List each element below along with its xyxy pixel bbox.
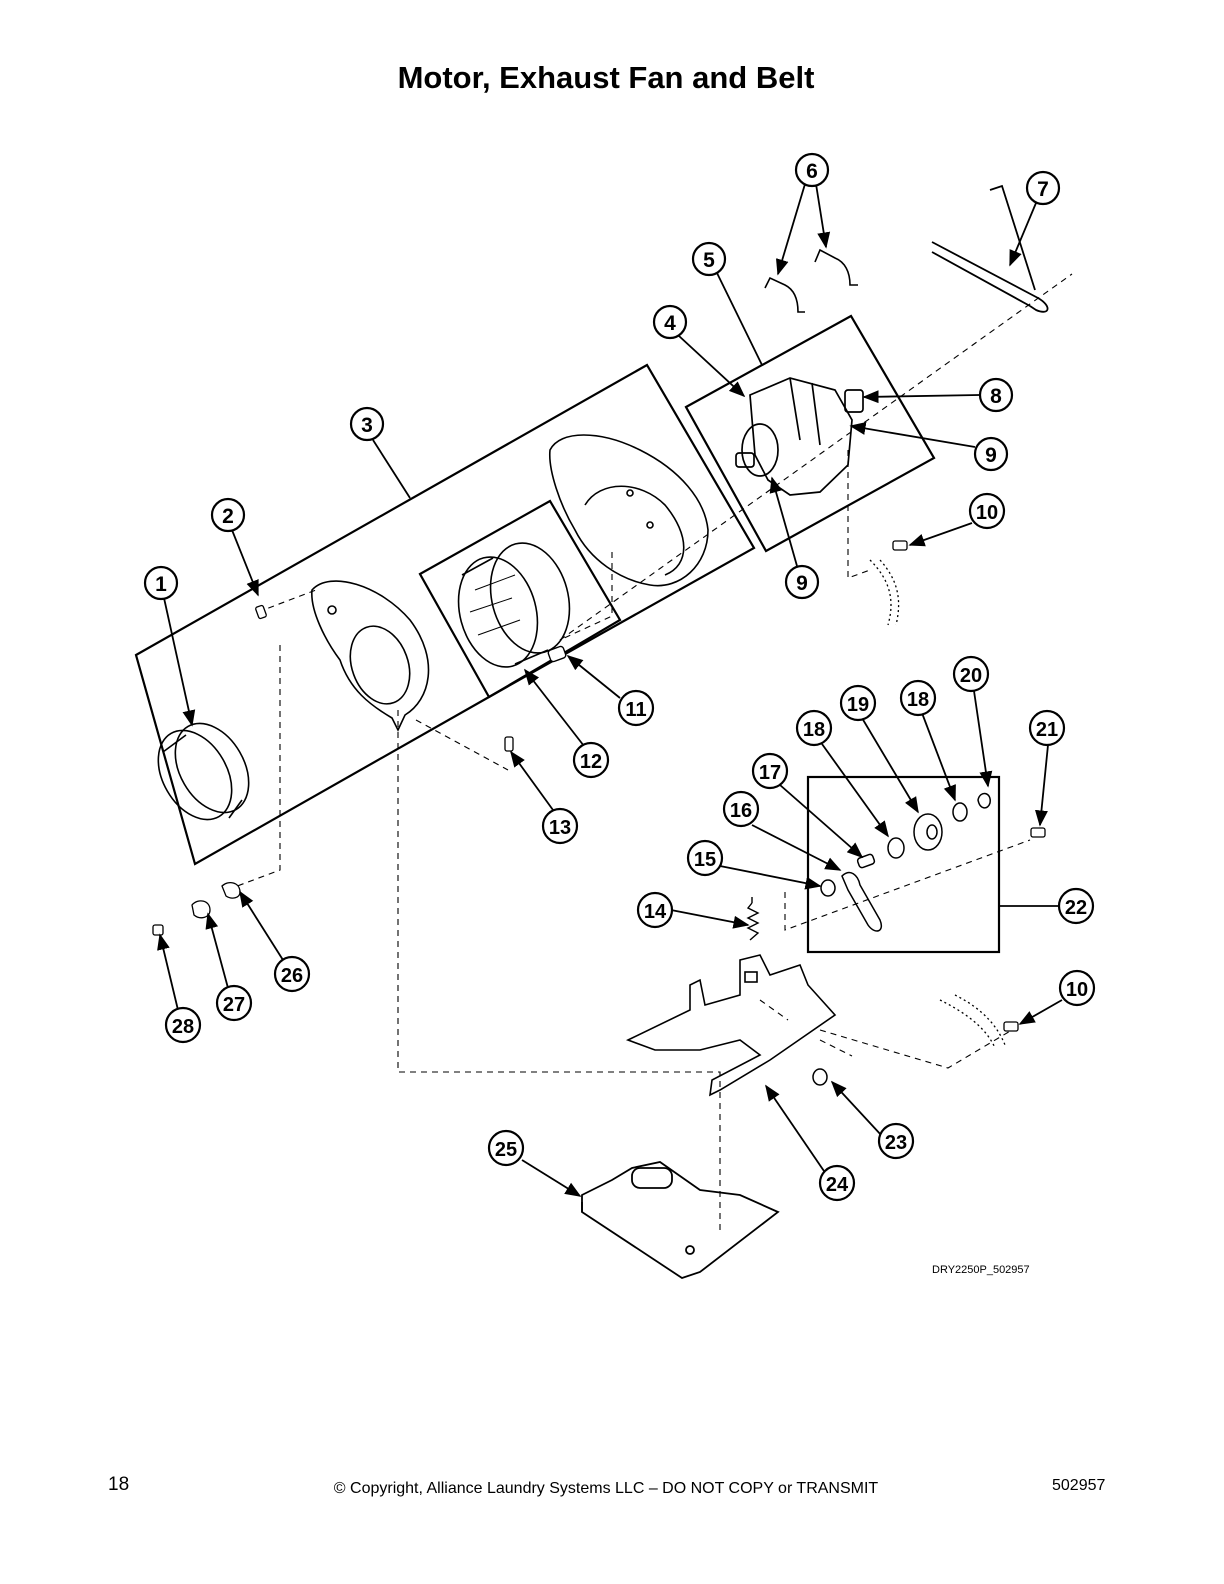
- callout-7: 7: [1025, 170, 1061, 206]
- motor-group-box: [684, 314, 936, 553]
- svg-text:4: 4: [664, 312, 676, 335]
- svg-text:13: 13: [549, 817, 571, 839]
- callout-5: 5: [691, 241, 727, 277]
- motor-clamp-parts: [764, 248, 858, 313]
- svg-text:5: 5: [703, 249, 715, 272]
- svg-text:17: 17: [759, 762, 781, 784]
- svg-text:22: 22: [1065, 897, 1087, 919]
- svg-text:18: 18: [803, 719, 825, 741]
- drawing-id: DRY2250P_502957: [932, 1264, 1030, 1276]
- idler-bracket-part: [625, 954, 837, 1097]
- clip-parts: [152, 881, 241, 936]
- svg-text:27: 27: [223, 994, 245, 1016]
- callout-11: 11: [617, 689, 655, 727]
- motor-base-plate-part: [581, 1161, 780, 1279]
- document-number: 502957: [1052, 1477, 1106, 1494]
- drive-belt-part: [931, 184, 1049, 313]
- page-number: 18: [108, 1474, 130, 1495]
- svg-text:6: 6: [806, 160, 818, 183]
- svg-text:19: 19: [847, 694, 869, 716]
- callout-1: 1: [143, 565, 179, 601]
- callout-8: 8: [978, 377, 1014, 413]
- callout-14: 14: [636, 891, 674, 929]
- callout-2: 2: [210, 497, 246, 533]
- callout-20: 20: [952, 655, 990, 693]
- svg-text:28: 28: [172, 1016, 194, 1038]
- blower-wheel-group-box: [418, 499, 622, 699]
- callout-9-upper: 9: [973, 436, 1009, 472]
- callout-18-right: 18: [899, 679, 937, 717]
- svg-text:1: 1: [155, 573, 167, 596]
- callout-13: 13: [541, 807, 579, 845]
- page-title: Motor, Exhaust Fan and Belt: [397, 60, 815, 95]
- svg-text:20: 20: [960, 665, 982, 687]
- svg-text:16: 16: [730, 800, 752, 822]
- callout-15: 15: [686, 839, 724, 877]
- svg-text:3: 3: [361, 414, 373, 437]
- callout-18-left: 18: [795, 709, 833, 747]
- callout-28: 28: [164, 1006, 202, 1044]
- svg-text:9: 9: [796, 572, 808, 595]
- svg-text:14: 14: [644, 901, 667, 923]
- callout-6: 6: [794, 152, 830, 188]
- svg-text:25: 25: [495, 1139, 517, 1161]
- fan-back-plate-part: [311, 580, 430, 732]
- svg-text:10: 10: [1066, 979, 1088, 1001]
- callout-25: 25: [487, 1129, 525, 1167]
- callout-24: 24: [818, 1164, 856, 1202]
- svg-text:8: 8: [990, 385, 1002, 408]
- drive-motor-part: [735, 377, 864, 496]
- callout-9-lower: 9: [784, 564, 820, 600]
- duct-ring-part: [157, 722, 250, 821]
- idler-parts: [820, 792, 991, 932]
- svg-text:18: 18: [907, 689, 929, 711]
- svg-text:12: 12: [580, 751, 602, 773]
- ground-screw-parts: [869, 540, 1019, 1049]
- callout-22: 22: [1057, 887, 1095, 925]
- idler-spring-part: [746, 897, 760, 941]
- fan-housing-group-box: [134, 363, 756, 866]
- callout-17: 17: [751, 752, 789, 790]
- svg-text:24: 24: [826, 1174, 849, 1196]
- idler-group-box: [806, 775, 1001, 954]
- callout-3: 3: [349, 406, 385, 442]
- callout-12: 12: [572, 741, 610, 779]
- svg-text:7: 7: [1037, 178, 1049, 201]
- callout-bubbles: 1 2 3 4 5 6 7 8 9 9 10 10 11 12 13 14 15…: [143, 152, 1096, 1202]
- callout-26: 26: [273, 955, 311, 993]
- assembly-dashed-lines: [231, 273, 1073, 1230]
- screw-parts: [255, 604, 1046, 838]
- svg-text:2: 2: [222, 505, 234, 528]
- callout-4: 4: [652, 304, 688, 340]
- svg-text:21: 21: [1036, 719, 1058, 741]
- callout-23: 23: [877, 1122, 915, 1160]
- callout-19: 19: [839, 684, 877, 722]
- bushing-part: [812, 1068, 828, 1086]
- callout-21: 21: [1028, 709, 1066, 747]
- callout-10-lower: 10: [1058, 969, 1096, 1007]
- blower-wheel-part: [457, 542, 571, 668]
- fan-housing-part: [549, 434, 709, 587]
- copyright-notice: © Copyright, Alliance Laundry Systems LL…: [333, 1480, 879, 1497]
- svg-text:26: 26: [281, 965, 303, 987]
- callout-27: 27: [215, 984, 253, 1022]
- leader-lines: [157, 183, 1063, 1197]
- callout-10-upper: 10: [968, 492, 1006, 530]
- wheel-nut-part: [547, 645, 567, 663]
- svg-text:11: 11: [625, 699, 646, 721]
- svg-text:10: 10: [976, 502, 998, 524]
- svg-text:23: 23: [885, 1132, 907, 1154]
- svg-text:15: 15: [694, 849, 716, 871]
- callout-16: 16: [722, 790, 760, 828]
- svg-text:9: 9: [985, 444, 997, 467]
